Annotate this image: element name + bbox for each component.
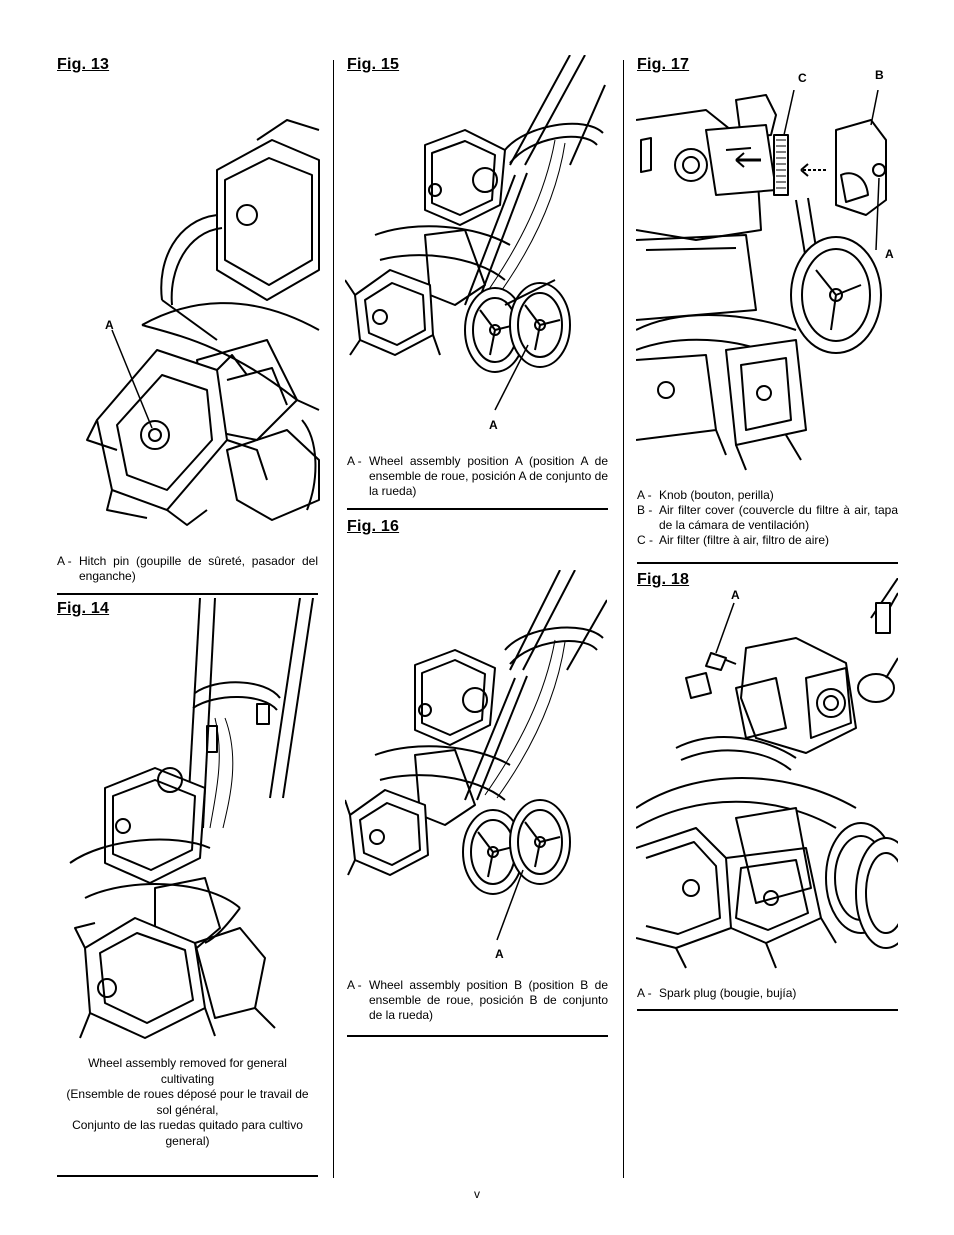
fig16-callout-a: A xyxy=(495,947,504,961)
fig18-illustration xyxy=(636,578,898,969)
fig15-caption-text: Wheel assembly position A (position A de… xyxy=(369,454,608,498)
fig14-caption-line-1: Wheel assembly removed for general xyxy=(88,1056,287,1070)
fig15-illustration xyxy=(345,55,606,411)
fig17-caption-row-a: A - Knob (bouton, perilla) xyxy=(637,488,774,502)
fig14-bottom-rule xyxy=(57,1175,318,1177)
fig15-callout-a: A xyxy=(489,418,498,432)
fig13-caption-text: Hitch pin (goupille de sûreté, pasador d… xyxy=(79,554,318,583)
fig17-bottom-rule xyxy=(637,562,898,564)
fig14-illustration xyxy=(69,598,314,1039)
page-number: v xyxy=(474,1187,480,1201)
fig14-caption-line-2: cultivating xyxy=(160,1071,215,1086)
fig13-caption: A - Hitch pin (goupille de sûreté, pasad… xyxy=(57,554,318,584)
fig18-title: Fig. 18 xyxy=(637,571,690,588)
fig13-callout-a: A xyxy=(105,318,114,332)
fig17-caption-row-b: B - Air filter cover (couvercle du filtr… xyxy=(637,503,898,532)
fig15-bottom-rule xyxy=(347,508,608,510)
fig14-caption-line-4: sol général, xyxy=(156,1102,219,1117)
fig14-caption-line-5: Conjunto de las ruedas quitado para cult… xyxy=(72,1118,303,1133)
fig17-caption-row-c: C - Air filter (filtre à air, filtro de … xyxy=(637,533,830,547)
fig13-bottom-rule xyxy=(57,593,318,595)
fig17-callout-a: A xyxy=(885,247,894,261)
fig17-title: Fig. 17 xyxy=(637,56,690,73)
fig16-bottom-rule xyxy=(347,1035,608,1037)
fig16-title: Fig. 16 xyxy=(347,518,400,535)
fig17-callout-c: C xyxy=(798,71,807,85)
column-divider-right xyxy=(623,60,624,1178)
fig16-caption-text: Wheel assembly position B (position B de… xyxy=(369,978,608,1022)
fig16-caption-key: A - xyxy=(347,978,362,992)
fig15-caption-key: A - xyxy=(347,454,362,468)
fig15-title: Fig. 15 xyxy=(347,56,400,73)
fig13-illustration xyxy=(86,119,320,526)
fig16-illustration xyxy=(345,570,607,941)
fig13-title: Fig. 13 xyxy=(57,56,110,73)
fig17-caption: A - Knob (bouton, perilla) B - Air filte… xyxy=(637,488,898,548)
column-divider-left xyxy=(333,60,334,1178)
fig17-callout-b: B xyxy=(875,68,884,82)
fig14-caption-line-6: general) xyxy=(165,1133,210,1148)
fig14-caption-line-3: (Ensemble de roues déposé pour le travai… xyxy=(66,1087,309,1102)
fig18-bottom-rule xyxy=(637,1009,898,1011)
fig18-caption: A - Spark plug (bougie, bujía) xyxy=(637,986,898,1001)
fig18-caption-key: A - xyxy=(637,986,652,1000)
fig13-caption-key: A - xyxy=(57,554,72,568)
fig15-caption: A - Wheel assembly position A (position … xyxy=(347,454,608,499)
fig14-caption: Wheel assembly removed for general culti… xyxy=(57,1056,318,1150)
fig14-title: Fig. 14 xyxy=(57,600,110,617)
fig16-caption: A - Wheel assembly position B (position … xyxy=(347,978,608,1023)
fig18-caption-text: Spark plug (bougie, bujía) xyxy=(659,986,797,1000)
fig17-illustration xyxy=(636,90,887,471)
fig18-callout-a: A xyxy=(731,588,740,602)
